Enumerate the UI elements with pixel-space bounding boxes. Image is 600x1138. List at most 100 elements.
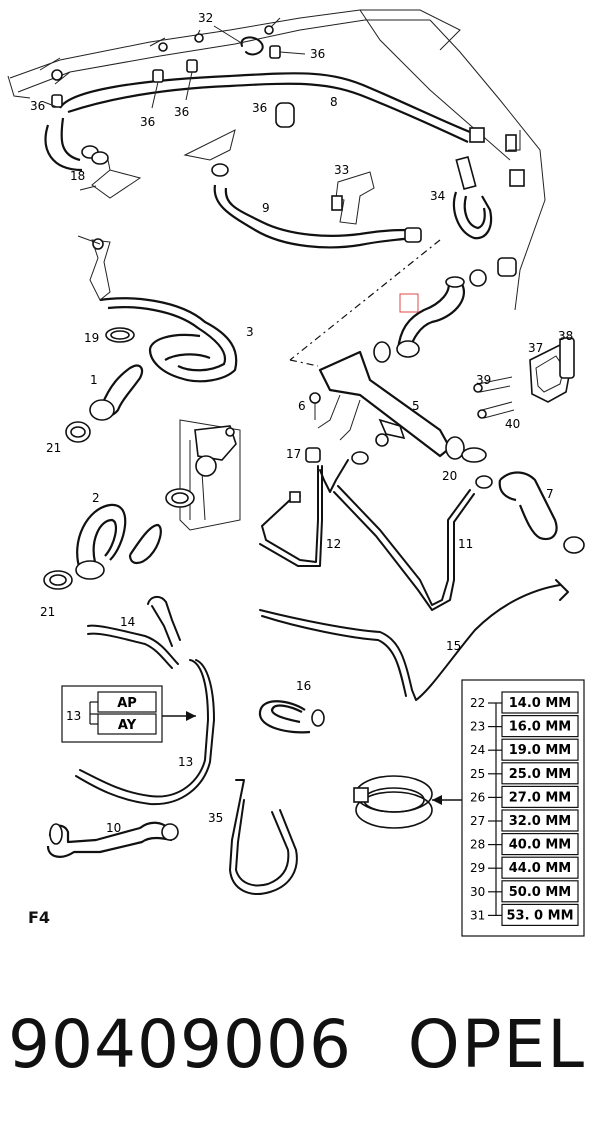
hose-14 bbox=[87, 596, 181, 669]
clamp-size: 19.0 MM bbox=[509, 743, 571, 758]
hose-7 bbox=[498, 471, 558, 541]
part-number-p19: 19 bbox=[84, 331, 99, 345]
part-number-p40: 40 bbox=[505, 417, 520, 431]
variant-option: AY bbox=[118, 718, 137, 733]
clamp-ref: 22 bbox=[470, 696, 485, 710]
part-number-p5: 5 bbox=[412, 399, 420, 413]
clamp-size-cell bbox=[501, 809, 579, 832]
hose-15 bbox=[259, 579, 569, 701]
clamp-size: 53. 0 MM bbox=[507, 908, 574, 923]
part-number-p17: 17 bbox=[286, 447, 301, 461]
hose-12 bbox=[259, 465, 323, 567]
part-number-p16: 16 bbox=[296, 679, 311, 693]
part-number-p38: 38 bbox=[558, 329, 573, 343]
part-number-p20: 20 bbox=[442, 469, 457, 483]
part-number-p2: 2 bbox=[92, 491, 100, 505]
hose-16 bbox=[258, 700, 311, 734]
clamp-size: 14.0 MM bbox=[509, 696, 571, 711]
bracket-34 bbox=[452, 191, 493, 240]
hose-9 bbox=[213, 184, 411, 249]
clamp-ref: 25 bbox=[470, 767, 485, 781]
part-number-p3: 3 bbox=[246, 325, 254, 339]
clamp-32 bbox=[240, 36, 264, 56]
clamp-size-cell bbox=[501, 880, 579, 903]
clamp-size-row: 30 50.0 MM bbox=[470, 880, 579, 903]
hose-clamp-illustration bbox=[353, 775, 462, 829]
part-number-p6: 6 bbox=[298, 399, 306, 413]
part-number-p35: 35 bbox=[208, 811, 223, 825]
clamp-size-cell bbox=[501, 785, 579, 809]
clamp-size: 16.0 MM bbox=[509, 720, 571, 735]
clamp-size-row: 22 14.0 MM bbox=[470, 691, 579, 714]
clamp-size-cell bbox=[501, 691, 579, 714]
clamp-ref: 27 bbox=[470, 814, 485, 828]
hose-2 bbox=[76, 503, 162, 571]
clip-36-group bbox=[43, 45, 306, 128]
hose-8 bbox=[44, 72, 471, 172]
clamp-size: 27.0 MM bbox=[509, 790, 571, 805]
clamp-size-cell bbox=[501, 903, 579, 927]
hose-13 bbox=[75, 659, 215, 806]
variant-box-13: 13 AP AY bbox=[61, 685, 196, 743]
part-number-p21a: 21 bbox=[46, 441, 61, 455]
hose-3 bbox=[99, 297, 238, 383]
clamp-size-row: 31 53. 0 MM bbox=[470, 903, 579, 927]
part-number-p12: 12 bbox=[326, 537, 341, 551]
part-number-p34: 34 bbox=[430, 189, 445, 203]
clamp-ref: 24 bbox=[470, 743, 485, 757]
part-number-p21b: 21 bbox=[40, 605, 55, 619]
part-number-p15: 15 bbox=[446, 639, 461, 653]
clamp-ref: 29 bbox=[470, 861, 485, 875]
clamp-size-cell bbox=[501, 714, 579, 738]
clamp-size-row: 28 40.0 MM bbox=[470, 832, 579, 856]
page-label: F4 bbox=[28, 908, 50, 927]
strap-35 bbox=[229, 779, 298, 895]
part-number-p11: 11 bbox=[458, 537, 473, 551]
part-number-p1: 1 bbox=[90, 373, 98, 387]
part-number-p36a: 36 bbox=[310, 47, 325, 61]
clamp-ref: 23 bbox=[470, 720, 485, 734]
part-number-p36e: 36 bbox=[252, 101, 267, 115]
clamp-size: 40.0 MM bbox=[509, 838, 571, 853]
clamp-size-row: 29 44.0 MM bbox=[470, 856, 579, 879]
part-number-p39: 39 bbox=[476, 373, 491, 387]
highlight-box-part-4 bbox=[399, 293, 419, 313]
part-code: 90409006 bbox=[8, 1006, 352, 1083]
clamp-ref: 31 bbox=[470, 908, 485, 922]
part-number-p9: 9 bbox=[262, 201, 270, 215]
part-number-p7: 7 bbox=[546, 487, 554, 501]
part-number-p36c: 36 bbox=[140, 115, 155, 129]
part-number-p14: 14 bbox=[120, 615, 135, 629]
footer: 90409006 OPEL bbox=[0, 985, 600, 1105]
clamp-size: 44.0 MM bbox=[509, 861, 571, 876]
clamp-size-row: 23 16.0 MM bbox=[470, 714, 579, 738]
clamp-size-row: 26 27.0 MM bbox=[470, 785, 579, 809]
clamp-size: 50.0 MM bbox=[509, 885, 571, 900]
clamp-size-cell bbox=[501, 762, 579, 785]
variant-box-number: 13 bbox=[66, 709, 81, 723]
clamp-size-row: 24 19.0 MM bbox=[470, 738, 579, 761]
clamp-size-row: 27 32.0 MM bbox=[470, 809, 579, 832]
part-number-p10: 10 bbox=[106, 821, 121, 835]
clamp-size-cell bbox=[501, 738, 579, 761]
part-number-p18: 18 bbox=[70, 169, 85, 183]
variant-option: AP bbox=[117, 696, 137, 711]
clamp-size-table: 22 14.0 MM 23 16.0 MM 24 19.0 MM 25 25.0 MM 26 27… bbox=[461, 679, 585, 937]
part-number-p33: 33 bbox=[334, 163, 349, 177]
clamp-ref: 30 bbox=[470, 885, 485, 899]
hose-11 bbox=[319, 459, 475, 611]
part-number-p8: 8 bbox=[330, 95, 338, 109]
clamp-size-cell bbox=[501, 856, 579, 879]
part-number-p36b: 36 bbox=[30, 99, 45, 113]
clamp-size: 32.0 MM bbox=[509, 814, 571, 829]
part-number-p32: 32 bbox=[198, 11, 213, 25]
part-number-p37: 37 bbox=[528, 341, 543, 355]
part-number-p13b: 13 bbox=[178, 755, 193, 769]
hose-4 bbox=[396, 279, 465, 351]
clamp-size-cell bbox=[501, 832, 579, 856]
clamp-size-row: 25 25.0 MM bbox=[470, 762, 579, 785]
clamp-ref: 28 bbox=[470, 838, 485, 852]
clamp-ref: 26 bbox=[470, 790, 485, 804]
clamp-size: 25.0 MM bbox=[509, 767, 571, 782]
